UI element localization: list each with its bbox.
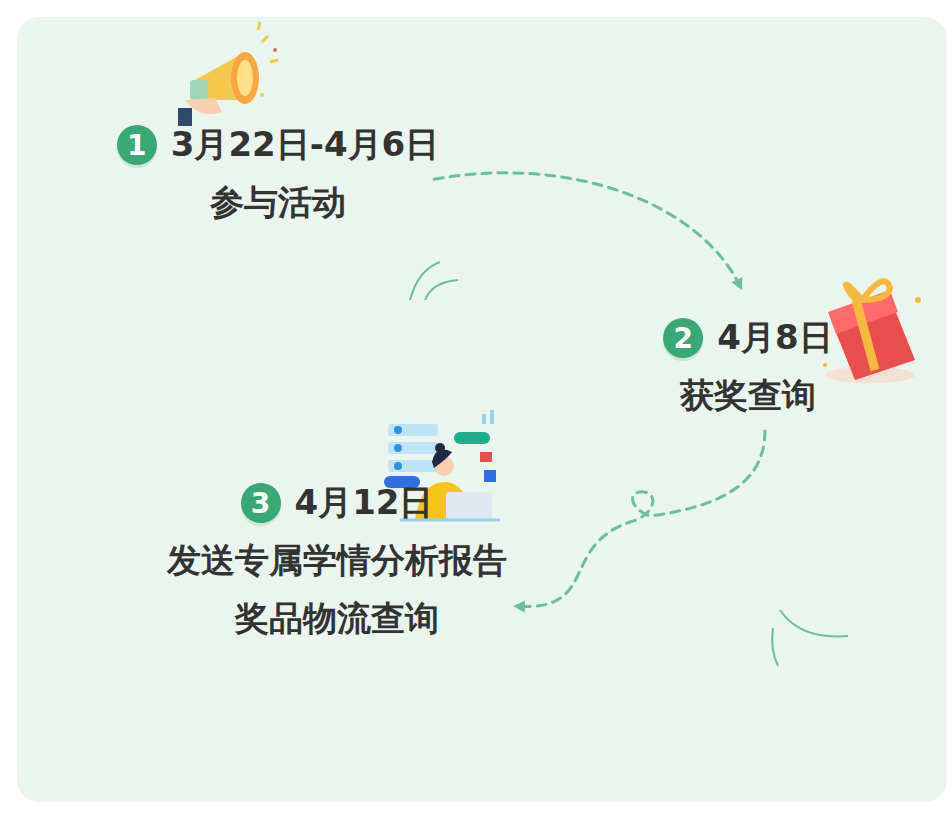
stage-node: 3 4月12日发送专属学情分析报告奖品物流查询 <box>167 480 507 642</box>
step-number: 1 <box>117 125 157 165</box>
deco-stroke <box>410 262 440 300</box>
deco-stroke <box>772 628 778 666</box>
step-number: 3 <box>241 483 281 523</box>
megaphone-icon <box>178 22 278 126</box>
stage-node: 1 3月22日-4月6日参与活动 <box>117 122 439 226</box>
stage-node: 2 4月8日获奖查询 <box>663 315 832 419</box>
stage-text: 发送专属学情分析报告 <box>167 538 507 584</box>
deco-stroke <box>425 280 458 300</box>
dashed-connector <box>519 431 765 607</box>
stage-header: 1 3月22日-4月6日 <box>117 122 439 168</box>
stage-text: 奖品物流查询 <box>167 596 507 642</box>
stage-header: 3 4月12日 <box>167 480 507 526</box>
stage-date: 4月8日 <box>717 315 832 361</box>
stage-date: 3月22日-4月6日 <box>171 122 439 168</box>
stage-text: 参与活动 <box>117 180 439 226</box>
gift-icon <box>823 281 921 383</box>
stage-header: 2 4月8日 <box>663 315 832 361</box>
stage-date: 4月12日 <box>295 480 434 526</box>
dashed-connector <box>434 173 739 285</box>
deco-stroke <box>780 610 848 636</box>
stage-text: 获奖查询 <box>663 373 832 419</box>
step-number: 2 <box>663 318 703 358</box>
